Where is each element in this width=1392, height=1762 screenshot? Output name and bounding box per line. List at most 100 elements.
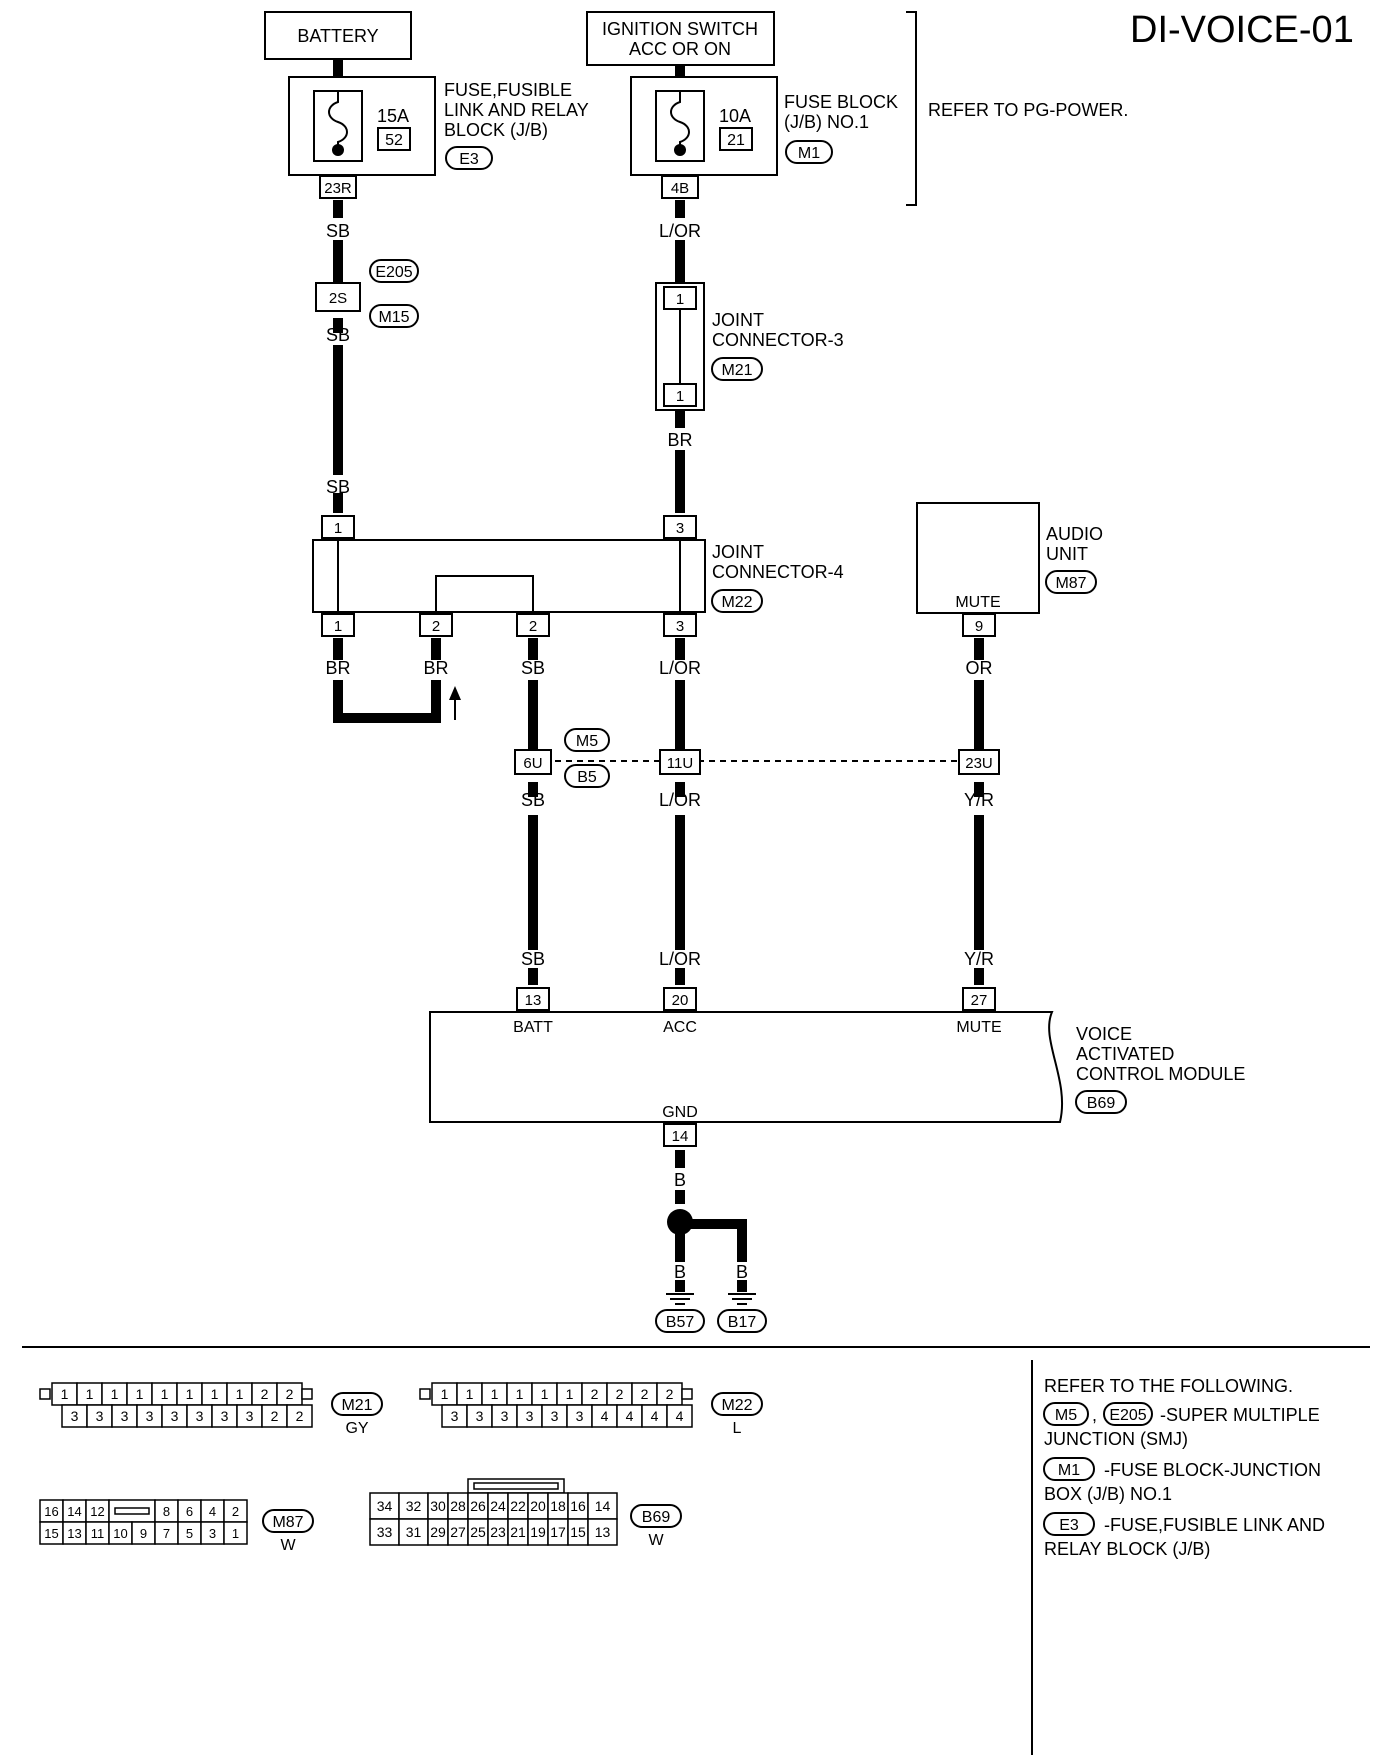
m22-bottom-pin: 3 [501,1408,509,1424]
ground-b57: B57 [666,1314,695,1331]
page-title: DI-VOICE-01 [1130,9,1354,51]
b69-top-pin: 18 [550,1498,566,1514]
refer-item-1-line2: JUNCTION (SMJ) [1044,1429,1188,1449]
jc4-pin-bottom-3: 2 [529,618,537,635]
m87-color: W [280,1537,296,1554]
wire-color-sb-1: SB [326,221,350,241]
fuse-right-number: 21 [727,132,745,149]
connector-e3-badge [445,146,493,170]
m22-top-pin: 1 [491,1386,499,1402]
b69-top-pin: 24 [490,1498,506,1514]
smj-pin-23u: 23U [965,755,993,772]
fuse-left-rating: 15A [377,106,409,126]
m87-badge [262,1509,314,1533]
b69-top-pin: 32 [406,1498,422,1514]
connector-b69-code: B69 [1087,1095,1116,1112]
fuse-right-name-line2: (J/B) NO.1 [784,112,869,132]
connector-e205-code: E205 [375,264,412,281]
wire-color-b-3: B [736,1262,748,1282]
jc3-pin-bottom: 1 [676,388,684,405]
b69-bottom-pin-cell [398,1518,429,1546]
b69-bottom-pin: 23 [490,1524,506,1540]
m21-bottom-pin: 3 [96,1408,104,1424]
fuse-left: 15A 52 23R [288,76,436,199]
b69-top-pin: 30 [430,1498,446,1514]
ground-symbol-icon [666,1293,756,1305]
smj-connector: 6U 11U 23U M5 B5 [514,728,1000,788]
m22-code: M22 [721,1397,752,1414]
connector-b5-code: B5 [577,769,597,786]
module-name-line1: VOICE [1076,1024,1132,1044]
b69-top-pin: 26 [470,1498,486,1514]
audio-unit-name-line1: AUDIO [1046,524,1103,544]
connector-m22-code: M22 [721,594,752,611]
m22-bottom-pin: 4 [676,1408,684,1424]
wire-color-lor-1: L/OR [659,221,701,241]
audio-unit-terminal-name: MUTE [955,594,1000,611]
m87-code: M87 [272,1514,303,1531]
wire-color-sb-3: SB [326,477,350,497]
wire-color-lor-3: L/OR [659,790,701,810]
refer-item-3-line1: -FUSE,FUSIBLE LINK AND [1104,1515,1325,1535]
b69-bottom-pin-cell [369,1518,400,1546]
ignition-switch-source: IGNITION SWITCH ACC OR ON [586,11,775,66]
wire-color-br-2: BR [325,658,350,678]
fuse-left-name-line3: BLOCK (J/B) [444,120,548,140]
m21-top-pin: 1 [236,1386,244,1402]
b69-top-pin: 16 [570,1498,586,1514]
m21-color: GY [345,1420,368,1437]
module-pin-14: 14 [672,1128,689,1145]
fuse-left-name-line2: LINK AND RELAY [444,100,589,120]
b69-bottom-pin: 31 [406,1524,422,1540]
b69-bottom-pin: 19 [530,1524,546,1540]
m21-top-pin: 1 [61,1386,69,1402]
m22-top-pin: 2 [641,1386,649,1402]
harness-connector-2s: 2S E205 M15 [315,259,419,328]
fuse-left-terminal: 23R [324,180,352,197]
ignition-label-line1: IGNITION SWITCH [602,19,758,39]
b69-bottom-pin: 15 [570,1524,586,1540]
b69-top-pin-cell [587,1492,618,1520]
jc4-pin-top-right: 3 [676,520,684,537]
m21-bottom-pin: 3 [246,1408,254,1424]
refer-item-2-line1: -FUSE BLOCK-JUNCTION [1104,1460,1321,1480]
m21-bottom-pin-cell [286,1404,313,1428]
jc4-name-line2: CONNECTOR-4 [712,562,844,582]
jc4-name-line1: JOINT [712,542,764,562]
battery-source: BATTERY [264,11,412,60]
smj-pin-6u: 6U [523,755,542,772]
wire-color-b-1: B [674,1170,686,1190]
harness-2s-terminal: 2S [329,290,347,307]
fuse-right-name-line1: FUSE BLOCK [784,92,898,112]
m87-top-pin: 16 [44,1504,58,1519]
fuse-right-terminal: 4B [671,180,689,197]
wire-color-yr-2: Y/R [964,949,994,969]
m87-bottom-pin: 9 [140,1526,147,1541]
b69-color: W [648,1532,664,1549]
module-terminal-mute: MUTE [956,1019,1001,1036]
m22-top-pin: 2 [666,1386,674,1402]
wire-color-sb-5: SB [521,790,545,810]
b69-top-pin: 20 [530,1498,546,1514]
m22-bottom-pin: 3 [576,1408,584,1424]
m21-top-pin: 1 [136,1386,144,1402]
audio-unit-name-line2: UNIT [1046,544,1088,564]
jc3-pin-top: 1 [676,291,684,308]
m21-bottom-pin: 2 [296,1408,304,1424]
module-pin-13: 13 [525,992,542,1009]
jc3-name-line1: JOINT [712,310,764,330]
jc4-pin-bottom-1: 1 [334,618,342,635]
b69-bottom-pin: 33 [377,1524,393,1540]
m22-bottom-pin: 4 [601,1408,609,1424]
m87-top-pin: 2 [232,1504,239,1519]
power-bracket [906,11,917,206]
module-pin-20: 20 [672,992,689,1009]
m21-bottom-pin: 3 [121,1408,129,1424]
refer-list: REFER TO THE FOLLOWING. M5 , E205 -SUPER… [1043,1376,1325,1559]
m22-top-pin: 1 [541,1386,549,1402]
refer-code-m5: M5 [1055,1407,1077,1424]
module-pin-27: 27 [971,992,988,1009]
audio-unit: MUTE 9 [916,502,1040,637]
b69-bottom-pin: 13 [595,1524,611,1540]
